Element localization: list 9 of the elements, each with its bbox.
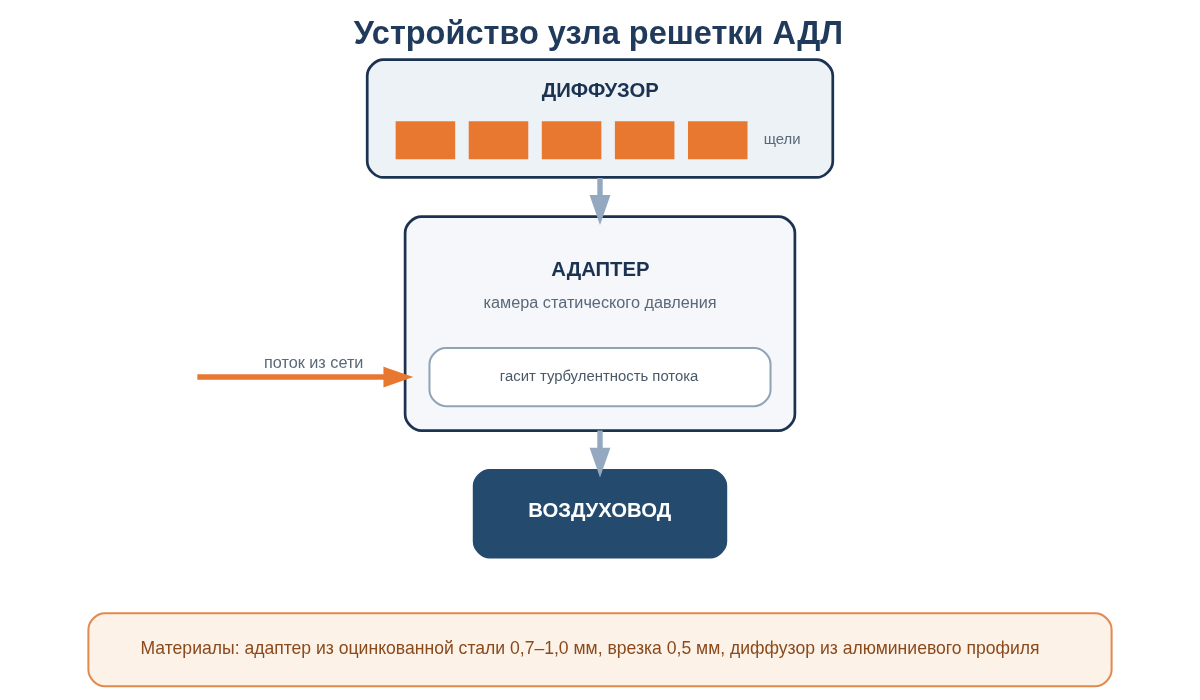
node-box: ВОЗДУХОВОД — [472, 469, 728, 559]
node-box: Материалы: адаптер из оцинкованной стали 0,7–1,0 мм, врезка 0,5 мм, диффузор из алюминиевого профиля — [87, 612, 1113, 688]
node-box: гасит турбулентность потока — [428, 346, 772, 408]
diagram-title: Устройство узла решетки АДЛ — [353, 14, 844, 51]
edge-label: поток из сети — [263, 353, 364, 372]
arrow — [589, 177, 611, 225]
node-box: ДИФФУЗОР щели — [365, 58, 835, 179]
arrow — [589, 430, 611, 478]
arrow — [197, 366, 414, 388]
